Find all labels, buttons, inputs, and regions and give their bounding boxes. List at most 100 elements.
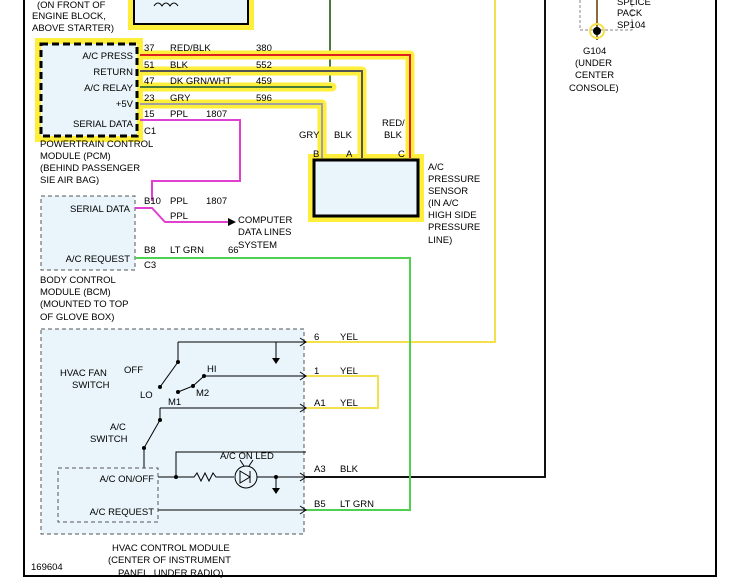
- sensor-title-2: PRESSURE: [428, 174, 480, 185]
- top-component-box: [133, 0, 249, 25]
- hvac-pin-1-color: YEL: [340, 366, 358, 377]
- pcm-wire-4-color: GRY: [170, 93, 191, 104]
- bcm-pin-b10: B10: [144, 196, 161, 207]
- pcm-wire-2-circuit: 552: [256, 60, 272, 71]
- data-lines-arrow: [228, 218, 236, 226]
- ac-switch-arm: [143, 419, 161, 449]
- fan-pos-m1: M1: [168, 397, 181, 408]
- hvac-pin-6-color: YEL: [340, 332, 358, 343]
- connector-a3: [299, 472, 307, 482]
- fan-lo-contact: [158, 385, 162, 389]
- connector-1: [299, 371, 307, 381]
- bcm-b10-circuit: 1807: [206, 196, 227, 207]
- hvac-pin-a3: A3: [314, 464, 326, 475]
- fan-pos-off: OFF: [124, 365, 143, 376]
- connector-6: [299, 337, 307, 347]
- led-label: A/C ON LED: [220, 451, 274, 462]
- sensor-wire-red-bottom: BLK: [384, 130, 403, 141]
- pcm-wire-2-pin: 51: [144, 60, 155, 71]
- hvac-pin-a1-color: YEL: [340, 398, 358, 409]
- ground-name: G104: [583, 46, 606, 57]
- ground-loc-3: CONSOLE): [569, 83, 619, 94]
- pcm-pin-serial-data: SERIAL DATA: [73, 119, 134, 130]
- led-rays: [239, 459, 254, 467]
- top-note-line-2: ENGINE BLOCK,: [32, 11, 106, 22]
- hvac-pin-a3-color: BLK: [340, 464, 359, 475]
- bcm-b10-color: PPL: [170, 196, 188, 207]
- sensor-title-5: HIGH SIDE: [428, 210, 477, 221]
- ac-switch-label-2: SWITCH: [90, 434, 128, 445]
- sensor-pin-c: C: [398, 149, 405, 160]
- lt-grn-wire: [135, 257, 411, 511]
- pcm-wire-3-pin: 47: [144, 76, 155, 87]
- bcm-pin-b8: B8: [144, 245, 156, 256]
- ac-pressure-sensor: [312, 158, 420, 218]
- bcm-connector: C3: [144, 260, 156, 271]
- splice-line-2: PACK: [617, 8, 643, 19]
- ground-loc-1: (UNDER: [575, 58, 612, 69]
- ac-switch-label-1: A/C: [110, 422, 126, 433]
- bcm-ac-request: A/C REQUEST: [66, 254, 131, 265]
- data-lines-3: SYSTEM: [238, 240, 277, 251]
- fan-switch-label-2: SWITCH: [72, 380, 110, 391]
- pcm-wire-3-color: DK GRN/WHT: [170, 76, 231, 87]
- pcm-pin-ac-relay: A/C RELAY: [84, 83, 134, 94]
- coil-symbol: [153, 2, 179, 7]
- hvac-title-2: (CENTER OF INSTRUMENT: [108, 555, 231, 566]
- hl-gry-wire: [135, 99, 327, 163]
- resistor: [176, 471, 234, 483]
- pcm-wire-2-color: BLK: [170, 60, 189, 71]
- splice-line-3: SP104: [617, 20, 646, 31]
- pcm-wire-4-circuit: 596: [256, 93, 272, 104]
- bcm-title-4: OF GLOVE BOX): [40, 312, 114, 323]
- pcm-pin-5v: +5V: [116, 99, 134, 110]
- bcm-title-3: (MOUNTED TO TOP: [40, 299, 129, 310]
- hvac-pin-b5-color: LT GRN: [340, 499, 374, 510]
- data-lines-2: DATA LINES: [238, 227, 292, 238]
- pcm-wire-5-pin: 15: [144, 109, 155, 120]
- pcm-wire-3-circuit: 459: [256, 76, 272, 87]
- sensor-title-6: PRESSURE: [428, 222, 480, 233]
- sensor-wire-blk: BLK: [334, 130, 353, 141]
- fan-pos-lo: LO: [140, 390, 153, 401]
- sensor-title-1: A/C: [428, 162, 444, 173]
- blk-wire: [140, 70, 363, 158]
- fan-pos-hi: HI: [207, 364, 217, 375]
- bcm-title-1: BODY CONTROL: [40, 275, 116, 286]
- bcm-serial-data: SERIAL DATA: [70, 204, 131, 215]
- ac-switch-contact-top: [158, 418, 162, 422]
- top-note-line-3: ABOVE STARTER): [32, 23, 114, 34]
- hvac-internal: [57, 341, 306, 523]
- sensor-pin-b: B: [313, 149, 319, 160]
- ac-onoff-label: A/C ON/OFF: [100, 474, 155, 485]
- pcm-title-3: (BEHIND PASSENGER: [40, 163, 140, 174]
- pcm-wire-5-color: PPL: [170, 109, 188, 120]
- hvac-pin-a1: A1: [314, 398, 326, 409]
- connector-a1: [299, 403, 307, 413]
- ppl-wire-pcm: [140, 119, 241, 201]
- pcm-wire-4-pin: 23: [144, 93, 155, 104]
- yellow-jumper: [306, 375, 379, 409]
- sensor-title-3: SENSOR: [428, 186, 468, 197]
- pcm-title-1: POWERTRAIN CONTROL: [40, 139, 153, 150]
- ground-loc-2: CENTER: [575, 70, 614, 81]
- hvac-pin-1: 1: [314, 366, 319, 377]
- hvac-title-1: HVAC CONTROL MODULE: [112, 543, 230, 554]
- pcm-wire-1-pin: 37: [144, 43, 155, 54]
- splice-box: [579, 0, 633, 31]
- sensor-title-7: LINE): [428, 235, 452, 246]
- pcm-pin-return: RETURN: [93, 67, 133, 78]
- pcm-connector: C1: [144, 126, 156, 137]
- connector-b5: [299, 505, 307, 515]
- hvac-connectors: [299, 337, 307, 515]
- a3-ground-arrow: [272, 488, 280, 494]
- ground-ring: [589, 23, 605, 39]
- ac-led-feed: [175, 451, 306, 477]
- ac-switch-submodule: [57, 467, 159, 523]
- red-blk-wire: [140, 54, 411, 158]
- pcm-module: [39, 42, 139, 138]
- fan-contacts-link: [177, 375, 306, 393]
- figure-id: 169604: [31, 562, 63, 573]
- pcm-title-2: MODULE (PCM): [40, 151, 111, 162]
